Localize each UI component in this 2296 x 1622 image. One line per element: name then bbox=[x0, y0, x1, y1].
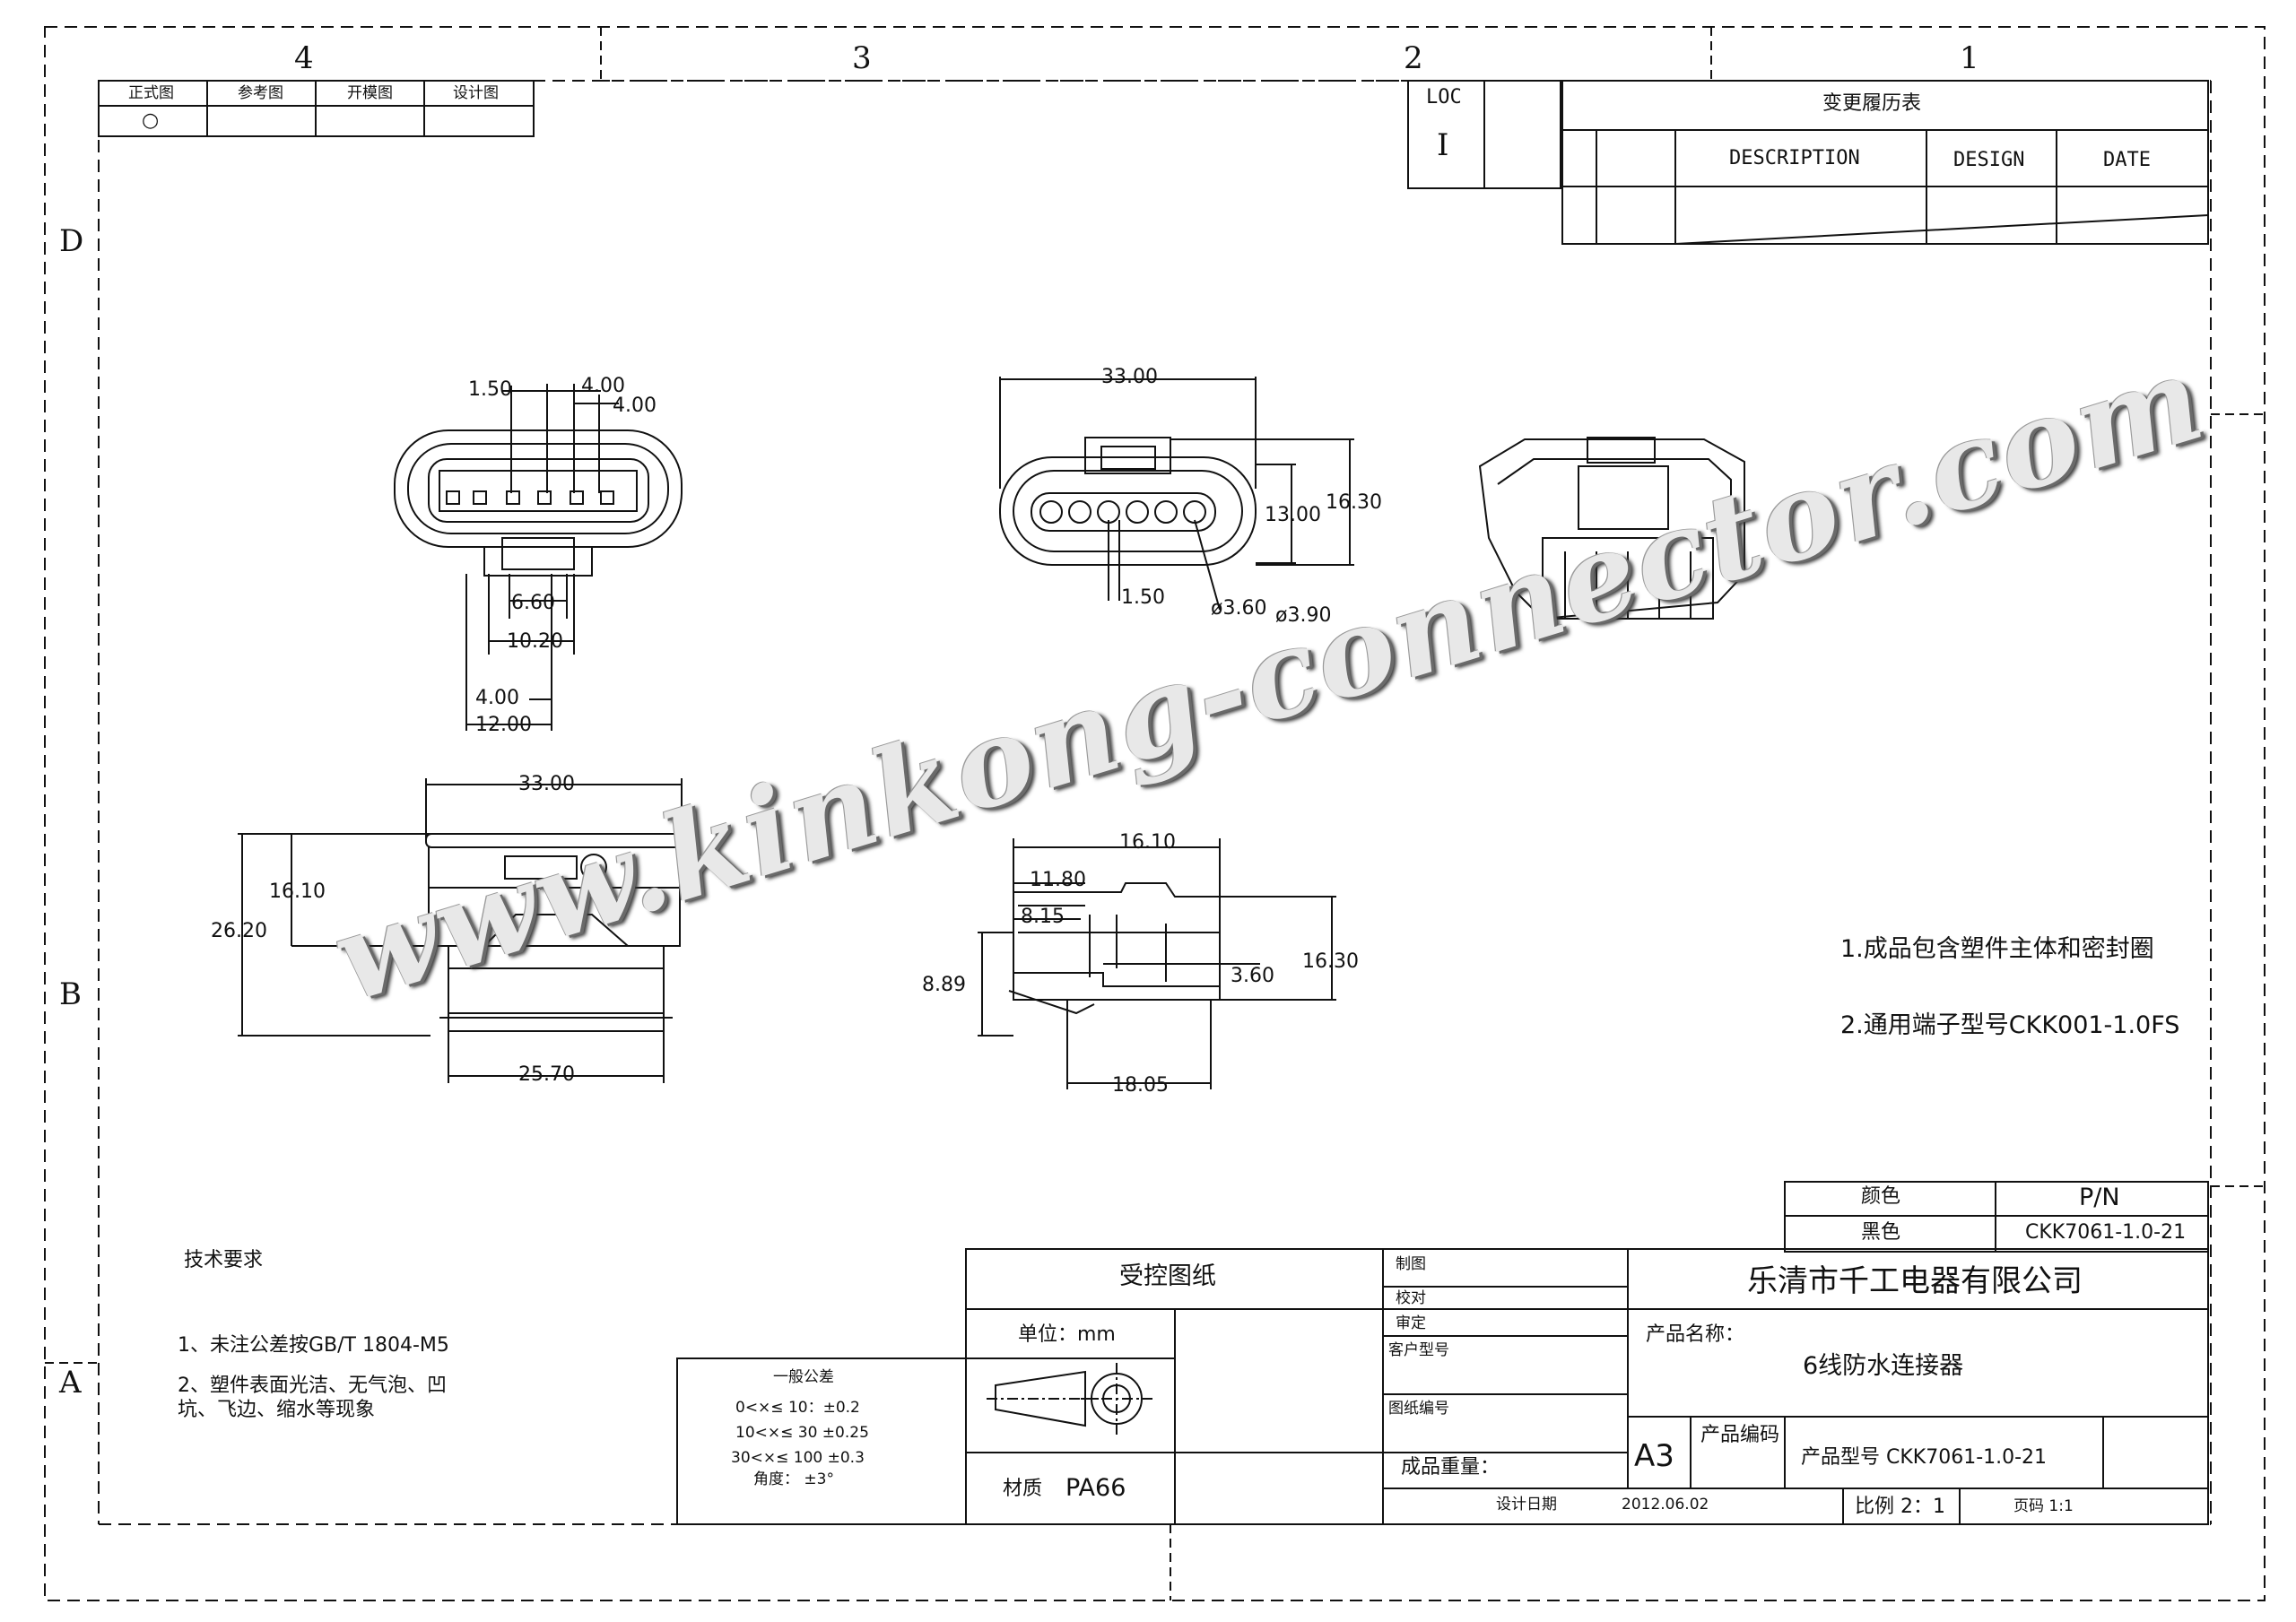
product-name-label: 产品名称： bbox=[1646, 1323, 1745, 1346]
dim-rear-1-50: 1.50 bbox=[1121, 586, 1165, 609]
sign-checker: 校对 bbox=[1396, 1289, 1426, 1307]
dim-front-4-00-a: 4.00 bbox=[581, 375, 625, 397]
row-label-b: B bbox=[59, 976, 82, 1012]
tech-requirement-1: 1、未注公差按GB/T 1804-M5 bbox=[178, 1334, 449, 1357]
product-code-label: 产品编码 bbox=[1700, 1424, 1780, 1446]
company-name: 乐清市千工电器有限公司 bbox=[1747, 1263, 2083, 1299]
row-label-a: A bbox=[59, 1365, 82, 1401]
dim-front-6-60: 6.60 bbox=[511, 592, 555, 614]
tech-requirements-title: 技术要求 bbox=[184, 1249, 264, 1271]
row-label-d: D bbox=[59, 223, 84, 259]
paper-size: A3 bbox=[1634, 1438, 1674, 1474]
color-header: 颜色 bbox=[1861, 1185, 1901, 1208]
unit-label: 单位：mm bbox=[1018, 1323, 1116, 1346]
drawing-type-mark: ○ bbox=[142, 109, 160, 132]
tech-requirement-2-cont: 坑、飞边、缩水等现象 bbox=[178, 1399, 376, 1421]
dim-rear-33-00: 33.00 bbox=[1101, 366, 1158, 388]
tolerance-angle: 角度： ±3° bbox=[753, 1470, 834, 1488]
dim-front-12-00: 12.00 bbox=[475, 714, 532, 736]
design-date-value: 2012.06.02 bbox=[1622, 1496, 1709, 1514]
product-name: 6线防水连接器 bbox=[1803, 1352, 1964, 1380]
sign-drawing-number: 图纸编号 bbox=[1388, 1400, 1449, 1418]
column-label-2: 2 bbox=[1404, 40, 1423, 76]
drawing-type-design: 设计图 bbox=[453, 84, 499, 102]
note-1: 1.成品包含塑件主体和密封圈 bbox=[1840, 935, 2154, 963]
tolerance-row-2: 10<×≤ 30 ±0.25 bbox=[735, 1424, 869, 1442]
dim-section-8-89: 8.89 bbox=[922, 974, 966, 996]
dim-section-8-15: 8.15 bbox=[1021, 906, 1065, 928]
revision-date-header: DATE bbox=[2103, 149, 2151, 171]
column-label-4: 4 bbox=[294, 40, 314, 76]
drawing-type-mold: 开模图 bbox=[347, 84, 393, 102]
controlled-drawing: 受控图纸 bbox=[1119, 1262, 1216, 1290]
dim-rear-dia-3-90: ø3.90 bbox=[1275, 604, 1332, 627]
dim-rear-13-00: 13.00 bbox=[1265, 504, 1321, 526]
dim-front-1-50: 1.50 bbox=[468, 378, 512, 401]
material-label: 材质 bbox=[1003, 1478, 1043, 1500]
dim-side-16-10: 16.10 bbox=[269, 880, 326, 903]
scale: 比例 2：1 bbox=[1855, 1496, 1945, 1518]
tolerance-row-3: 30<×≤ 100 ±0.3 bbox=[731, 1449, 865, 1467]
pn-header: P/N bbox=[2079, 1184, 2120, 1211]
design-date-label: 设计日期 bbox=[1496, 1496, 1557, 1514]
dim-section-18-05: 18.05 bbox=[1112, 1074, 1169, 1097]
revision-design-header: DESIGN bbox=[1953, 149, 2025, 171]
loc-value: I bbox=[1437, 127, 1449, 163]
drawing-type-formal: 正式图 bbox=[128, 84, 174, 102]
tech-requirement-2: 2、塑件表面光洁、无气泡、凹 bbox=[178, 1375, 447, 1397]
weight-label: 成品重量： bbox=[1401, 1456, 1500, 1479]
dim-front-4-00-b: 4.00 bbox=[613, 395, 657, 417]
sign-customer-model: 客户型号 bbox=[1388, 1341, 1449, 1359]
material-value: PA66 bbox=[1065, 1474, 1126, 1502]
dim-side-33-00: 33.00 bbox=[518, 773, 575, 795]
product-model: 产品型号 CKK7061-1.0-21 bbox=[1801, 1446, 2048, 1469]
loc-label: LOC bbox=[1426, 86, 1462, 108]
drawing-type-reference: 参考图 bbox=[238, 84, 283, 102]
dim-section-11-80: 11.80 bbox=[1030, 869, 1086, 891]
dim-section-16-30: 16.30 bbox=[1302, 950, 1359, 973]
color-value: 黑色 bbox=[1861, 1221, 1901, 1244]
tolerance-row-1: 0<×≤ 10：±0.2 bbox=[735, 1399, 860, 1417]
note-2: 2.通用端子型号CKK001-1.0FS bbox=[1840, 1011, 2180, 1039]
page-number: 页码 1:1 bbox=[2013, 1497, 2074, 1515]
dim-side-26-20: 26.20 bbox=[211, 920, 267, 942]
pn-value: CKK7061-1.0-21 bbox=[2025, 1221, 2187, 1244]
dim-side-25-70: 25.70 bbox=[518, 1063, 575, 1086]
sign-drafter: 制图 bbox=[1396, 1255, 1426, 1273]
dim-section-16-10: 16.10 bbox=[1119, 831, 1176, 854]
revision-title: 变更履历表 bbox=[1822, 92, 1922, 115]
column-label-3: 3 bbox=[852, 40, 872, 76]
dim-section-3-60: 3.60 bbox=[1231, 965, 1274, 987]
dim-front-4-00-c: 4.00 bbox=[475, 687, 519, 709]
dim-rear-dia-3-60: ø3.60 bbox=[1211, 597, 1267, 620]
tolerance-title: 一般公差 bbox=[773, 1368, 834, 1386]
sign-approver: 审定 bbox=[1396, 1314, 1426, 1332]
column-label-1: 1 bbox=[1960, 40, 1979, 76]
outer-border bbox=[44, 26, 2266, 1601]
dim-front-10-20: 10.20 bbox=[507, 630, 563, 653]
revision-description-header: DESCRIPTION bbox=[1729, 147, 1860, 169]
dim-rear-16-30: 16.30 bbox=[1326, 491, 1382, 514]
